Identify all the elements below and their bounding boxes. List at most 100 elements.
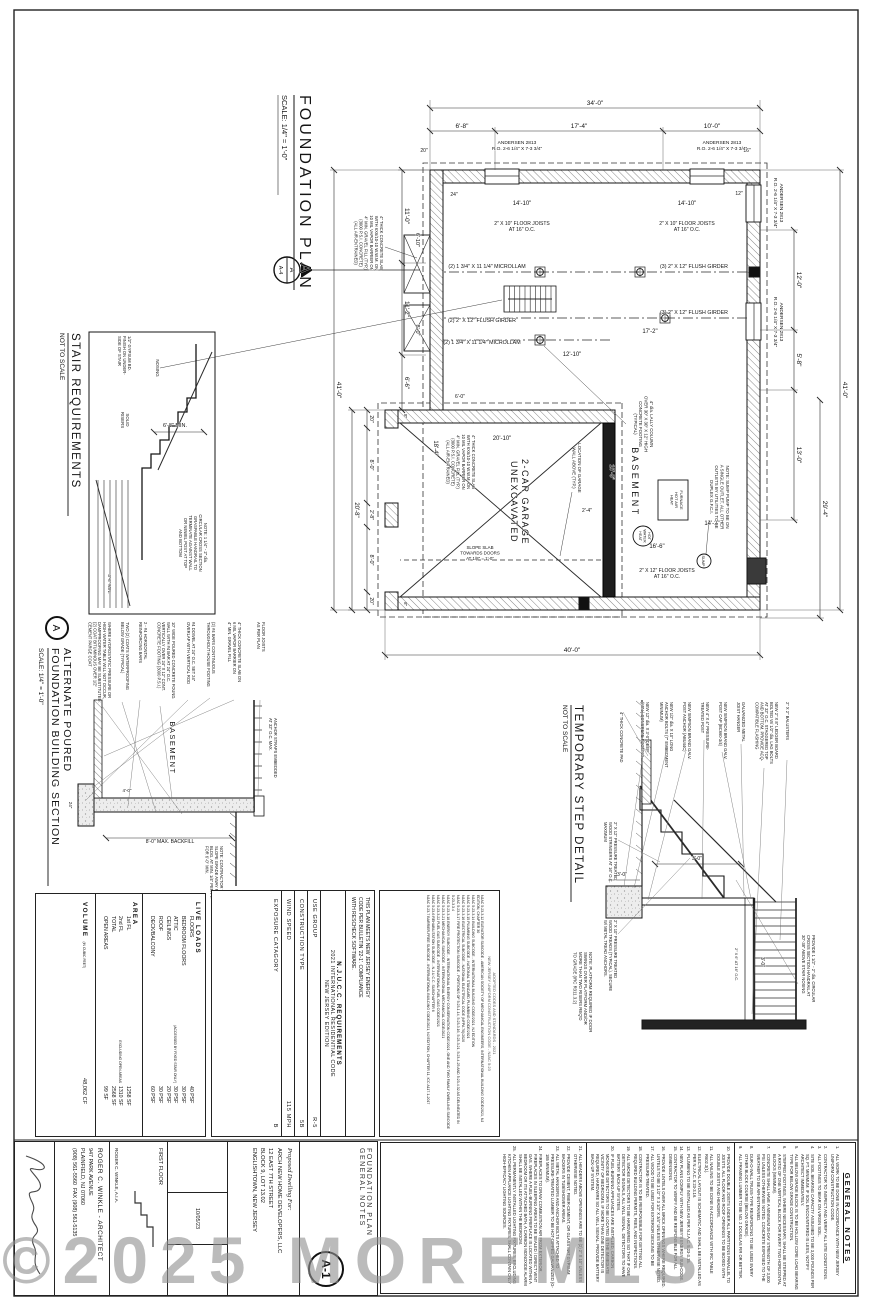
njucc-header: N.J.U.C.C. REQUIREMENTS 2021 INTERNATION… xyxy=(319,891,345,1136)
drawing-label: 4" THICK CONCRETE SLAB ON6 MIL VAPOR BAR… xyxy=(227,622,242,682)
note-text: ALL BELOW GRADE BLOCK IS TO BE HOLLOW CO… xyxy=(788,1154,799,1290)
drawing-label: 8'-0" xyxy=(368,555,374,566)
note-number: 4. xyxy=(810,1146,816,1150)
general-note: 2.CONTRACTOR TO INSPECT AND VERIFY ALL S… xyxy=(823,1146,828,1290)
volume-title: VOLUME xyxy=(81,902,89,938)
row-value: 1258 SF xyxy=(125,1086,132,1106)
row-name: OPEN AREAS xyxy=(101,916,108,950)
drawing-label: 20" xyxy=(420,148,428,154)
njucc-label: EXPOSURE CATAGORY xyxy=(271,899,278,973)
row-name: DECK/BALCONY xyxy=(149,916,156,957)
code-entry: NJAC 5:23-3.21 MECHANICAL SUBCODE - INTE… xyxy=(441,895,446,1039)
table-row: TOTAL 2568 SF xyxy=(108,902,116,1128)
njucc-edition: NEW JERSEY EDITION xyxy=(322,979,329,1048)
drawing-label: (2) 1 3/4" X 11 1/4" MICROLLAM xyxy=(443,340,520,346)
drawing-label: 40'-0" xyxy=(564,647,581,654)
drawing-label: 12" xyxy=(735,191,743,197)
drawing-label: 4'-0" xyxy=(123,788,132,793)
drawing-label: 24" xyxy=(450,192,458,198)
general-note: 10.PROVIDE DOUBLE JOISTS UNDER ALL PARTI… xyxy=(716,1146,731,1290)
drawing-label: NEW SIMPSON BRAND GALV.POST CAP (BC660-3… xyxy=(718,702,728,760)
note-text: SITE SOIL BEARING CAPACITY ASSUMED TO BE… xyxy=(800,1154,816,1289)
row-value: 2568 SF xyxy=(109,1086,116,1106)
table-row: ATTIC(ACCESSED BY FIXED STAIR ONLY)30 PS… xyxy=(171,902,179,1128)
note-text: ALL FOOTINGS TO BEAR ON VIRGIN SOIL. xyxy=(816,1154,822,1237)
drawing-label: HOTWATERHEAT xyxy=(638,529,651,543)
note-text: PROVIDE DOUBLE JOISTS UNDER ALL PARTITIO… xyxy=(715,1154,731,1283)
drawing-label: NEW 1/2" dia. X 10" LONGANCHOR BOLTS (7"… xyxy=(659,702,674,768)
note-number: 9. xyxy=(737,1146,743,1150)
code-entry: NJAC 5:23-3.15 PLUMBING SUBCODE - NATION… xyxy=(465,895,470,1039)
drawing-label: 20'-10" xyxy=(493,436,512,442)
drawing-label: 41'-0" xyxy=(841,382,848,399)
architect-phone: (908) 561-5560 xyxy=(71,1148,78,1185)
note-text: CONTRACTOR TO INSPECT AND VERIFY ALL SIT… xyxy=(823,1154,829,1280)
architect-license-name: ROGER C. WINKLE, A.I.A. xyxy=(114,1148,119,1204)
drawing-label: SUMP xyxy=(701,556,705,567)
general-note: 3.ALL FOOTINGS TO BEAR ON VIRGIN SOIL. xyxy=(817,1146,822,1290)
drawing-label: 8'-0" MAX. BACKFILL xyxy=(146,839,195,845)
area-title: AREA xyxy=(131,902,139,926)
row-value: 30 PSF xyxy=(172,1086,179,1104)
drawing-label: 5'-8" xyxy=(795,354,802,368)
drawing-label: 12'-10" xyxy=(563,352,582,358)
drawing-label: 41'-0" xyxy=(335,382,342,399)
revision-empty-cell xyxy=(168,1142,227,1194)
energy-compliance-note: THIS PLAN MEETS NEW JERSEY ENERGY CODE P… xyxy=(344,891,374,1136)
row-name: TOTAL xyxy=(109,916,116,933)
note-number: 14. xyxy=(679,1146,685,1152)
drawing-label: #4 DOWEL AT 24" O.C. SET 24"OVERLAP WITH… xyxy=(186,622,196,684)
njucc-label: USE GROUP xyxy=(310,899,317,938)
drawing-label: 17'-4" xyxy=(571,123,588,130)
njucc-title: N.J.U.C.C. REQUIREMENTS xyxy=(334,961,342,1066)
note-number: 8. xyxy=(749,1146,755,1150)
general-notes-title: GENERAL NOTES xyxy=(843,1172,852,1264)
row-value: 40 PSF xyxy=(188,1086,194,1104)
code-entry: NJAC 5:23-3.16 ELECTRICAL SUBCODE - NATI… xyxy=(460,895,465,1043)
drawing-label: 20'-8" xyxy=(353,502,359,517)
drawing-label: 6'-10" xyxy=(414,233,420,247)
row-value: 1310 SF xyxy=(117,1086,124,1106)
drawing-label: 14'-10" xyxy=(513,201,532,207)
note-text: ALL FRAMING LUMBER TO BE NO. 2 DOUGLAS F… xyxy=(737,1154,743,1280)
detail-bubble-a: A xyxy=(50,625,61,632)
note-number: 17. xyxy=(649,1146,655,1152)
drawing-label: WHERE HYDROSTATIC PRESSURE ORHIGH WATER … xyxy=(87,622,112,703)
drawing-label: 8'-0" xyxy=(368,460,374,471)
drawing-label: 4" THICK CONCRETE SLABWITH 6X6/10-10 W.W… xyxy=(446,434,477,489)
drawing-label: 1/2" GYPSUM BD.FINISH ON UNDER-SIDE OF S… xyxy=(117,336,132,375)
drawing-label: LOCATION OF GARAGEWALL ABOVE (TYP.) xyxy=(572,443,582,493)
drawing-label: BASEMENT xyxy=(168,721,177,774)
note-number: 15. xyxy=(672,1146,678,1152)
watermark: ©2025 MOREMLS xyxy=(2,1223,710,1297)
drawing-label: NEW 12" dia. X 3'-0" DEEP(MIN.) CONCRETE… xyxy=(640,702,650,757)
key-plan-cell: FIRST FLOOR ROGER C. WINKLE, A.I.A. xyxy=(109,1142,167,1295)
drawing-label: 2" X 12" PRESSURE TREATEDWOOD STRINGERS … xyxy=(603,822,618,883)
row-value: 30 PSF xyxy=(180,1086,187,1104)
drawing-label: 2'-8" xyxy=(368,510,374,520)
stair-detail-scale: NOT TO SCALE xyxy=(58,333,65,381)
plan-scale: SCALE: 1/4" = 1'-0" xyxy=(280,95,289,161)
row-name: BEDROOM FLOORS xyxy=(180,916,187,966)
volume-value: 48,062 CF xyxy=(81,1078,88,1105)
general-note: 5.ALL BELOW GRADE BLOCK IS TO BE HOLLOW … xyxy=(789,1146,799,1290)
drawing-label: 4" THICK CONCRETE SLABWITH 6X6/10-10 W.W… xyxy=(354,215,385,270)
njucc-subtitle: 2021 INTERNATIONAL RESIDENTIAL CODE xyxy=(328,949,335,1078)
code-entry: NJAC 5:23-3.18 ENERGY SUBCODE - INTERNAT… xyxy=(446,895,451,1130)
drawing-label: ANDERSEN 2813R.O. 2-6 1/4" X 7-3 3/4" xyxy=(772,297,784,348)
drawing-label: 3'-0" xyxy=(617,872,627,878)
section-marker-sheet: A-4 xyxy=(277,266,283,275)
code-entry: NJAC 5:23-3.17 FIRE PROTECTION SUBCODE -… xyxy=(451,895,460,1124)
drawing-label: 6'-0" xyxy=(455,394,465,400)
general-note: 7.CONCRETE SHALL HAVE A MINIMUM 28-DAY S… xyxy=(756,1146,771,1290)
